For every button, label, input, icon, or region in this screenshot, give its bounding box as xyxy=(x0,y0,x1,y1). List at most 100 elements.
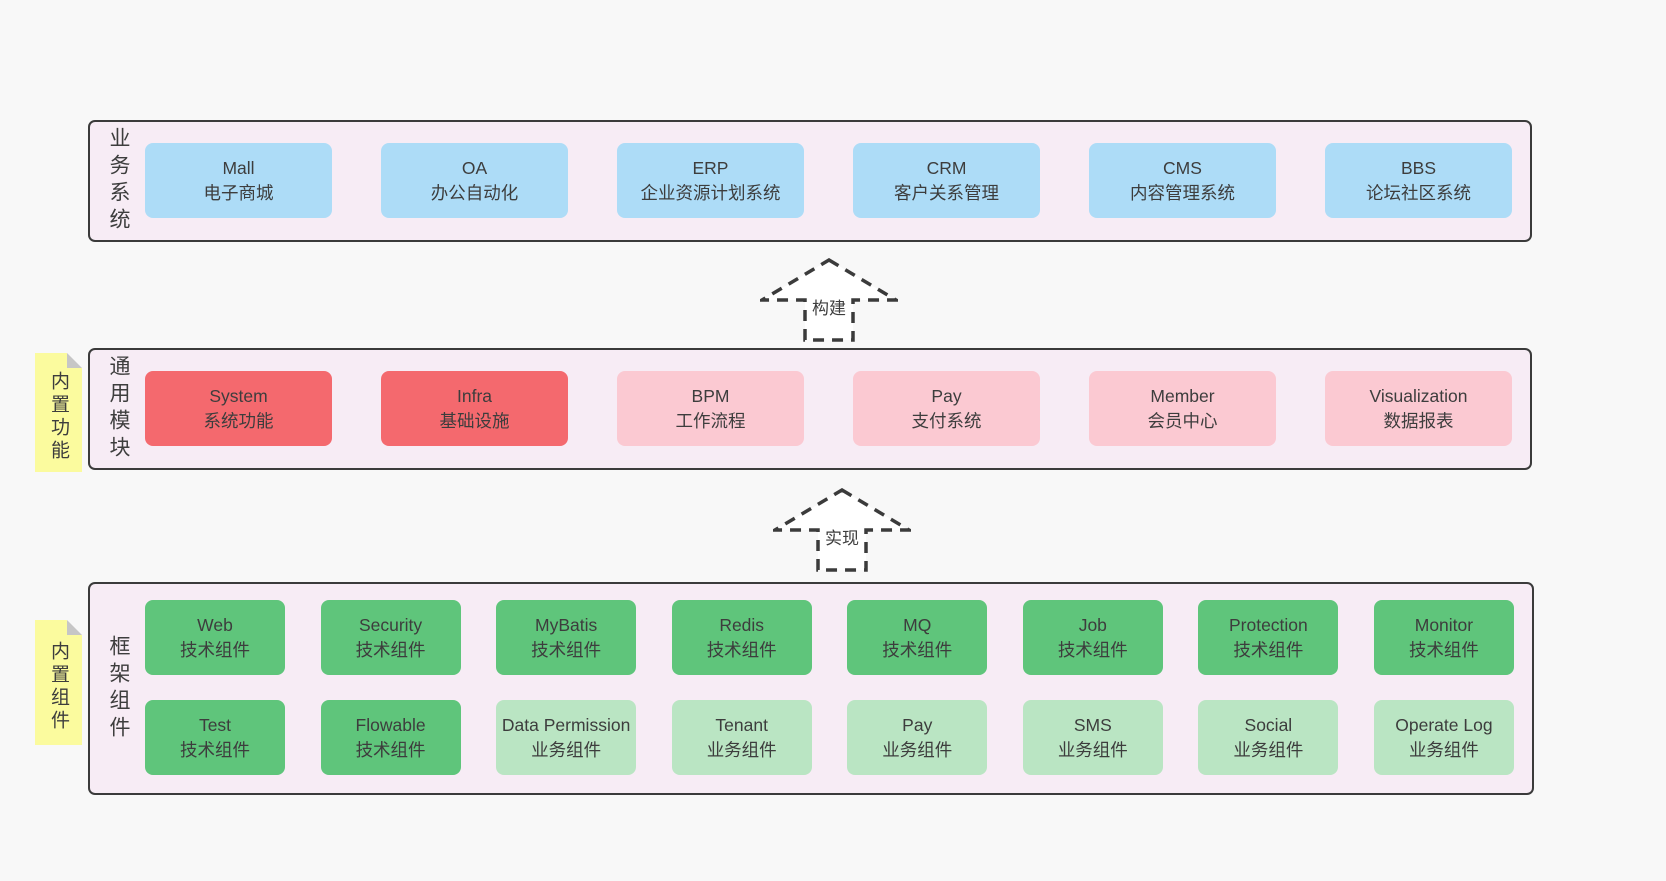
box-desc: 支付系统 xyxy=(911,410,982,431)
arrow-build-label: 构建 xyxy=(809,293,849,320)
box-system: System 系统功能 xyxy=(145,371,332,446)
box-desc: 内容管理系统 xyxy=(1130,182,1235,203)
box-sms: SMS 业务组件 xyxy=(1022,700,1163,775)
box-desc: 系统功能 xyxy=(203,410,274,431)
sticky-note-text: 内置功能 xyxy=(48,370,69,463)
box-pay: Pay 支付系统 xyxy=(853,371,1040,446)
box-title: Mall xyxy=(222,157,255,178)
box-desc: 技术组件 xyxy=(531,639,602,660)
box-desc: 技术组件 xyxy=(180,639,250,660)
layer-business-systems: 业务系统 Mall 电子商城 OA 办公自动化 ERP 企业资源计划系统 CRM… xyxy=(88,120,1532,242)
box-desc: 技术组件 xyxy=(882,639,953,660)
sticky-note-built-in-features: 内置功能 xyxy=(35,353,82,472)
box-title: MyBatis xyxy=(535,614,598,635)
box-test: Test 技术组件 xyxy=(145,700,285,775)
box-member: Member 会员中心 xyxy=(1089,371,1276,446)
box-desc: 技术组件 xyxy=(706,639,777,660)
box-title: Job xyxy=(1078,614,1107,635)
box-title: Tenant xyxy=(715,714,768,735)
box-title: Pay xyxy=(902,714,933,735)
box-title: Protection xyxy=(1228,614,1308,635)
box-title: Redis xyxy=(719,614,765,635)
box-title: CRM xyxy=(926,157,967,178)
box-title: BPM xyxy=(691,385,730,406)
box-title: CMS xyxy=(1163,157,1202,178)
box-cms: CMS 内容管理系统 xyxy=(1089,143,1276,218)
box-title: OA xyxy=(461,157,488,178)
box-desc: 技术组件 xyxy=(355,739,426,760)
box-desc: 技术组件 xyxy=(180,739,250,760)
box-title: Pay xyxy=(931,385,962,406)
box-title: Data Permission xyxy=(501,714,631,735)
box-crm: CRM 客户关系管理 xyxy=(853,143,1040,218)
box-operate-log: Operate Log 业务组件 xyxy=(1373,700,1514,775)
box-desc: 客户关系管理 xyxy=(894,182,999,203)
box-desc: 业务组件 xyxy=(882,739,953,760)
box-desc: 技术组件 xyxy=(1408,639,1479,660)
box-social: Social 业务组件 xyxy=(1198,700,1339,775)
box-desc: 数据报表 xyxy=(1383,410,1454,431)
box-tenant: Tenant 业务组件 xyxy=(671,700,812,775)
box-desc: 业务组件 xyxy=(706,739,777,760)
box-title: Flowable xyxy=(355,714,426,735)
box-title: Test xyxy=(198,714,232,735)
framework-box-row-2: Test 技术组件 Flowable 技术组件 Data Permission … xyxy=(145,700,1514,775)
box-mall: Mall 电子商城 xyxy=(145,143,332,218)
box-bpm: BPM 工作流程 xyxy=(617,371,804,446)
box-protection: Protection 技术组件 xyxy=(1198,600,1339,675)
box-title: Social xyxy=(1244,714,1293,735)
box-desc: 业务组件 xyxy=(1057,739,1128,760)
box-desc: 论坛社区系统 xyxy=(1366,182,1471,203)
box-data-permission: Data Permission 业务组件 xyxy=(496,700,637,775)
box-flowable: Flowable 技术组件 xyxy=(320,700,461,775)
box-title: BBS xyxy=(1400,157,1437,178)
modules-box-row: System 系统功能 Infra 基础设施 BPM 工作流程 Pay 支付系统… xyxy=(145,371,1512,446)
box-title: Monitor xyxy=(1414,614,1474,635)
layer-framework-components: 框架组件 Web 技术组件 Security 技术组件 MyBatis 技术组件… xyxy=(88,582,1534,795)
box-desc: 业务组件 xyxy=(531,739,602,760)
box-desc: 基础设施 xyxy=(439,410,510,431)
framework-box-row-1: Web 技术组件 Security 技术组件 MyBatis 技术组件 Redi… xyxy=(145,600,1514,675)
box-visualization: Visualization 数据报表 xyxy=(1325,371,1512,446)
layer-common-modules: 通用模块 System 系统功能 Infra 基础设施 BPM 工作流程 Pay… xyxy=(88,348,1532,470)
box-desc: 电子商城 xyxy=(203,182,274,203)
box-desc: 技术组件 xyxy=(1057,639,1128,660)
layer-label-framework: 框架组件 xyxy=(107,634,130,743)
box-mybatis: MyBatis 技术组件 xyxy=(496,600,637,675)
box-desc: 会员中心 xyxy=(1147,410,1218,431)
box-title: Security xyxy=(358,614,423,635)
arrow-build: 构建 xyxy=(760,258,898,342)
arrow-implement-label: 实现 xyxy=(822,523,862,550)
sticky-note-text: 内置组件 xyxy=(48,640,69,733)
box-desc: 技术组件 xyxy=(355,639,426,660)
box-title: Operate Log xyxy=(1395,714,1493,735)
sticky-note-built-in-components: 内置组件 xyxy=(35,620,82,745)
box-desc: 办公自动化 xyxy=(430,182,519,203)
box-mq: MQ 技术组件 xyxy=(847,600,988,675)
business-box-row: Mall 电子商城 OA 办公自动化 ERP 企业资源计划系统 CRM 客户关系… xyxy=(145,143,1512,218)
box-title: SMS xyxy=(1073,714,1112,735)
box-desc: 企业资源计划系统 xyxy=(640,182,781,203)
box-title: Web xyxy=(197,614,233,635)
box-title: Infra xyxy=(456,385,493,406)
box-infra: Infra 基础设施 xyxy=(381,371,568,446)
box-redis: Redis 技术组件 xyxy=(671,600,812,675)
layer-label-business: 业务系统 xyxy=(107,127,130,235)
box-desc: 业务组件 xyxy=(1408,739,1479,760)
arrow-implement: 实现 xyxy=(773,488,911,572)
box-monitor: Monitor 技术组件 xyxy=(1373,600,1514,675)
box-web: Web 技术组件 xyxy=(145,600,285,675)
box-title: MQ xyxy=(903,614,932,635)
layer-label-modules: 通用模块 xyxy=(107,355,130,463)
box-title: Visualization xyxy=(1369,385,1468,406)
box-oa: OA 办公自动化 xyxy=(381,143,568,218)
box-bbs: BBS 论坛社区系统 xyxy=(1325,143,1512,218)
box-erp: ERP 企业资源计划系统 xyxy=(617,143,804,218)
box-desc: 业务组件 xyxy=(1233,739,1304,760)
box-title: System xyxy=(209,385,268,406)
box-title: ERP xyxy=(692,157,729,178)
box-pay-business: Pay 业务组件 xyxy=(847,700,988,775)
box-job: Job 技术组件 xyxy=(1022,600,1163,675)
box-desc: 技术组件 xyxy=(1233,639,1304,660)
